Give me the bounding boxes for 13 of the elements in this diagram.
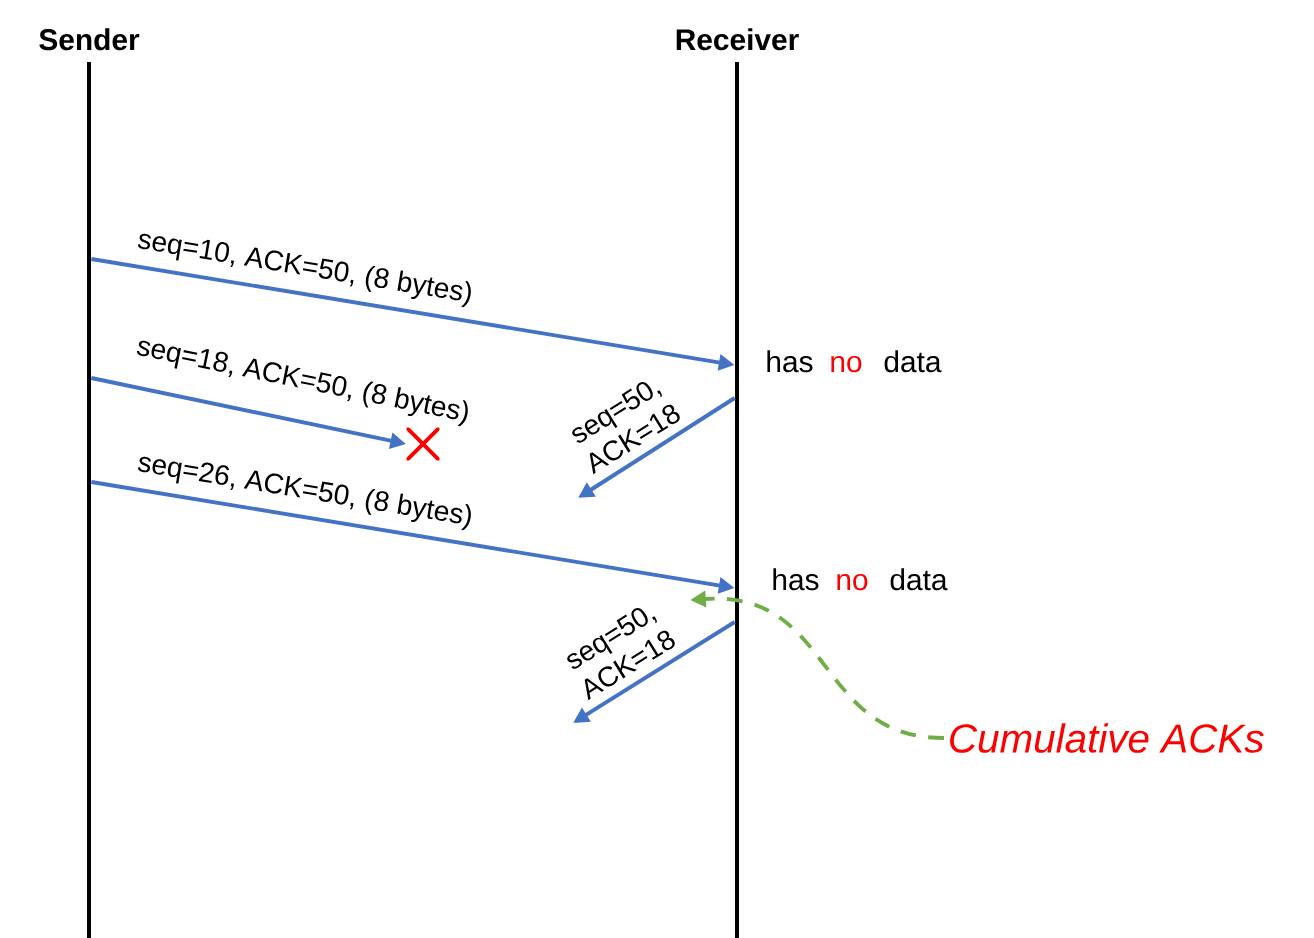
cross-mark [406,427,440,461]
node-label: Sender [39,28,140,51]
edge-label: seq=26, ACK=50, (8 bytes) [137,456,471,531]
annotation-text: Cumulative ACKs [950,723,1264,753]
node-label: Receiver [676,28,799,51]
status-text: has [773,568,819,591]
status-text: has [767,350,813,373]
status-text: no [831,355,862,373]
status-text: data [890,568,948,591]
status-text: data [884,350,942,373]
status-text: no [837,573,868,591]
edge-label: seq=18, ACK=50, (8 bytes) [136,340,468,427]
edge-label: seq=10, ACK=50, (8 bytes) [137,233,471,308]
